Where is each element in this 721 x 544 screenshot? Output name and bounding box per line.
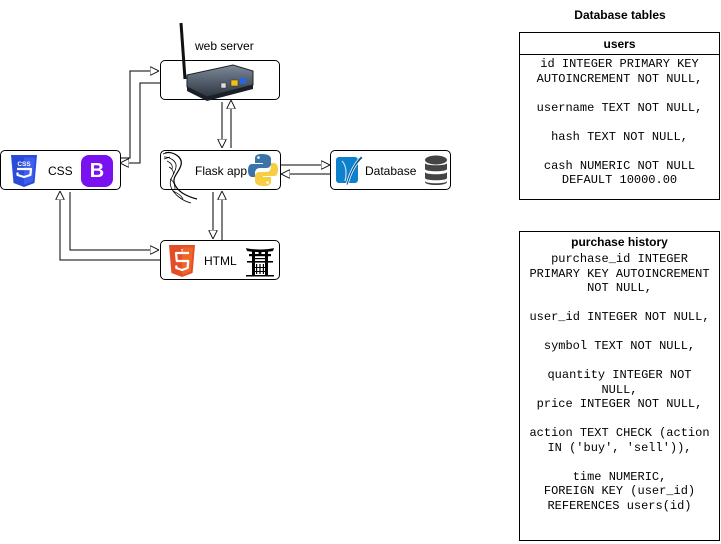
node-web-server	[160, 22, 280, 101]
edge-css-to-webserver	[110, 71, 158, 159]
table-users-columns: id INTEGER PRIMARY KEY AUTOINCREMENT NOT…	[536, 57, 703, 187]
bootstrap-icon: B	[81, 155, 113, 187]
table-purchase-history: purchase history purchase_id INTEGER PRI…	[519, 231, 720, 541]
html5-icon: 5	[169, 245, 195, 277]
table-users-title: users	[520, 33, 719, 55]
table-users: users id INTEGER PRIMARY KEY AUTOINCREME…	[519, 32, 720, 200]
flask-icon	[162, 151, 198, 204]
node-css: CSS CSS B	[0, 150, 121, 190]
node-html: 5 HTML	[160, 240, 280, 280]
node-web-server-label: web server	[195, 39, 254, 53]
sqlite-icon	[336, 155, 364, 186]
node-css-label: CSS	[48, 164, 73, 178]
bootstrap-glyph: B	[89, 160, 105, 182]
edge-webserver-to-css	[121, 82, 160, 163]
svg-text:5: 5	[181, 248, 184, 253]
python-icon	[248, 154, 278, 186]
node-flask-label: Flask app	[195, 164, 248, 178]
tables-section-title: Database tables	[574, 8, 666, 22]
edge-css-to-html	[69, 192, 158, 250]
database-cylinder-icon	[425, 155, 447, 185]
jinja-torii-icon	[246, 248, 274, 277]
table-purchase-history-columns: purchase_id INTEGER PRIMARY KEY AUTOINCR…	[529, 252, 710, 513]
node-database-label: Database	[365, 164, 417, 178]
edge-html-to-css	[60, 192, 160, 261]
node-database: Database	[330, 150, 451, 190]
css3-icon: CSS	[11, 155, 37, 187]
node-flask-app: Flask app	[160, 150, 281, 204]
table-purchase-history-title: purchase history	[571, 235, 668, 249]
node-html-label: HTML	[204, 254, 237, 268]
router-icon	[179, 22, 254, 101]
svg-text:CSS: CSS	[17, 161, 31, 168]
